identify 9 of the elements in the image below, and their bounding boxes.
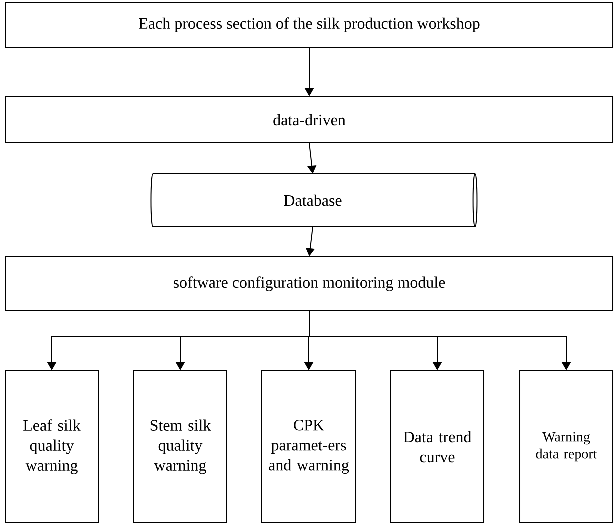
output-box: Data trend curve	[390, 370, 484, 524]
output-box: Leaf silk quality warning	[5, 370, 99, 524]
process-box: software configuration monitoring module	[6, 256, 614, 312]
process-box: Each process section of the silk production workshop	[6, 2, 614, 48]
database-cylinder: Database	[150, 174, 478, 228]
output-box: Stem silk quality warning	[134, 370, 228, 524]
output-box: CPK paramet-ers and warning	[262, 370, 356, 524]
output-box: Warning data report	[520, 370, 614, 524]
process-box: data-driven	[6, 96, 614, 144]
